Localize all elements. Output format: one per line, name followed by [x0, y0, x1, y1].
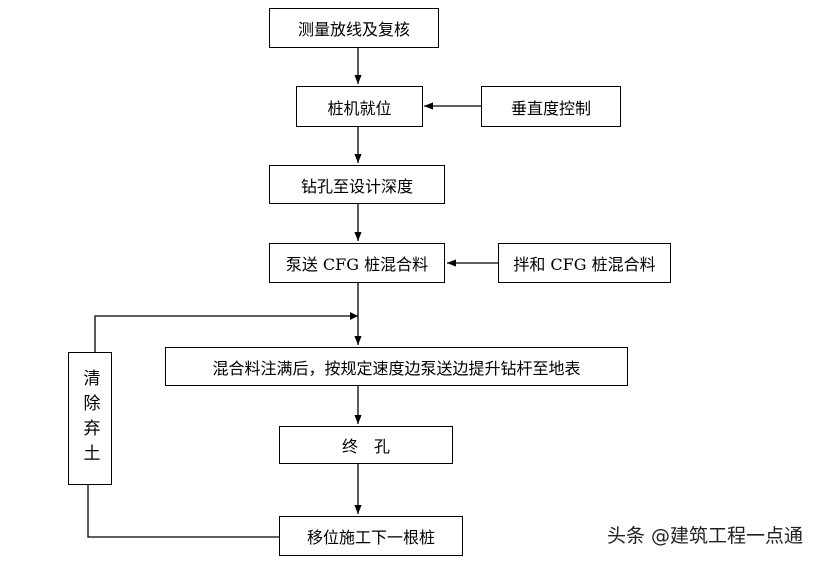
step-finish-hole: 终 孔 [279, 426, 453, 464]
clear-spoil-label: 清除弃土 [79, 368, 100, 469]
step-mix-mixture: 拌和 CFG 桩混合料 [498, 243, 671, 283]
loop-line-move-to-clear [87, 485, 279, 538]
step-verticality-control: 垂直度控制 [481, 86, 621, 127]
step-clear-spoil: 清除弃土 [68, 352, 112, 485]
step-survey: 测量放线及复核 [269, 8, 439, 48]
step-pump-mixture: 泵送 CFG 桩混合料 [269, 243, 445, 283]
step-drill: 钻孔至设计深度 [269, 165, 445, 204]
loop-line-clear-to-pump [94, 315, 358, 352]
step-rig-position: 桩机就位 [296, 86, 423, 127]
watermark: 头条 @建筑工程一点通 [606, 525, 803, 547]
step-move-next-pile: 移位施工下一根桩 [279, 516, 463, 556]
step-fill-and-lift: 混合料注满后，按规定速度边泵送边提升钻杆至地表 [165, 347, 628, 386]
loop-arrowhead [350, 312, 358, 320]
